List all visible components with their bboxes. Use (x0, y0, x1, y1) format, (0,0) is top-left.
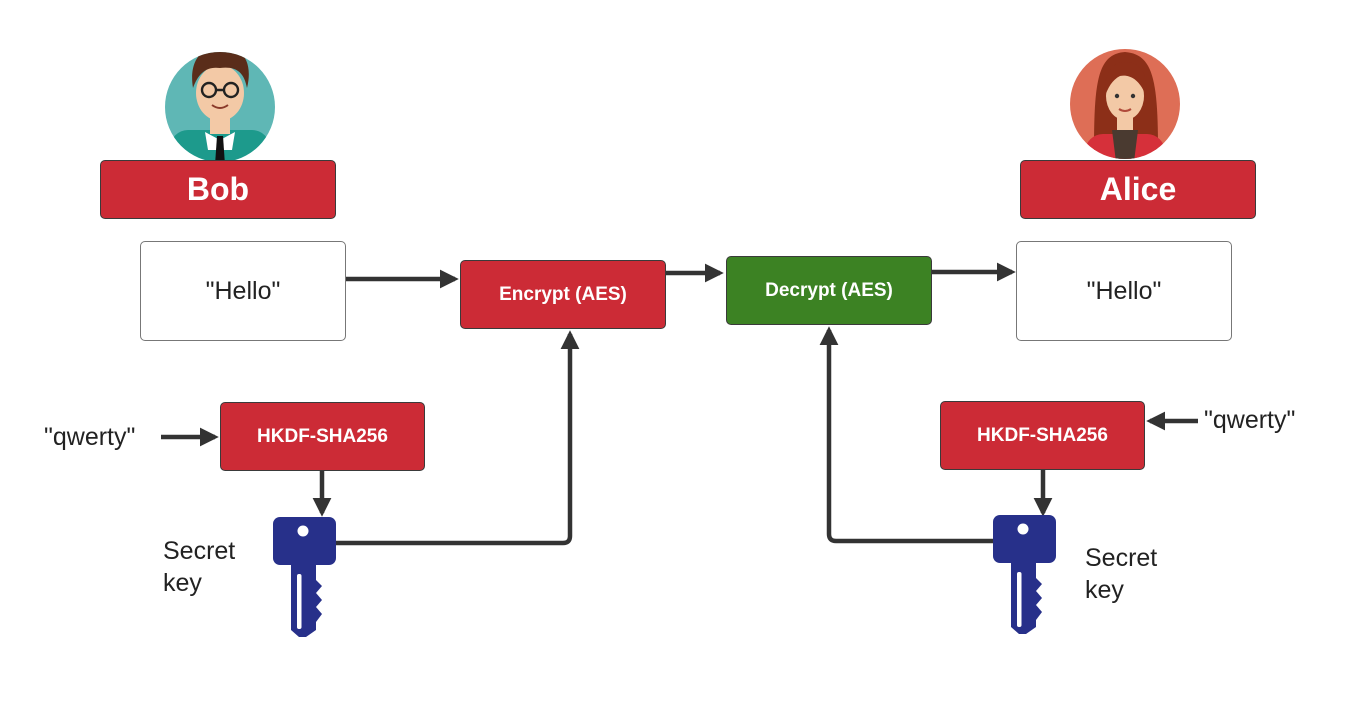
alice-message: "Hello" (1086, 276, 1162, 305)
decrypt-label: Decrypt (AES) (765, 279, 893, 301)
arrow-bob-key-to-encrypt (336, 330, 580, 546)
alice-name-box: Alice (1020, 160, 1256, 219)
alice-kdf-label: HKDF-SHA256 (977, 424, 1108, 446)
bob-name: Bob (186, 171, 250, 207)
alice-secret-key-label: Secret key (1085, 542, 1157, 606)
alice-key-icon (993, 515, 1056, 634)
alice-secret-key-line1: Secret (1085, 544, 1158, 572)
bob-name-box: Bob (100, 160, 336, 219)
arrows (161, 262, 1198, 546)
alice-secret-key-line2: key (1085, 576, 1124, 604)
decrypt-box: Decrypt (AES) (726, 256, 932, 325)
alice-avatar-icon (1070, 49, 1180, 159)
alice-kdf-box: HKDF-SHA256 (940, 401, 1145, 470)
bob-message: "Hello" (205, 276, 281, 305)
alice-password-label: "qwerty" (1204, 406, 1296, 434)
bob-avatar-icon (165, 52, 275, 162)
bob-key-icon (273, 517, 336, 637)
bob-kdf-box: HKDF-SHA256 (220, 402, 425, 471)
bob-secret-key-line2: key (163, 569, 202, 597)
arrow-alice-key-to-decrypt (819, 326, 995, 544)
alice-message-box: "Hello" (1016, 241, 1232, 341)
bob-kdf-label: HKDF-SHA256 (257, 425, 388, 447)
encrypt-label: Encrypt (AES) (499, 283, 627, 305)
bob-message-box: "Hello" (140, 241, 346, 341)
bob-password-label: "qwerty" (44, 423, 136, 451)
bob-secret-key-line1: Secret (163, 537, 236, 565)
alice-name: Alice (1099, 171, 1177, 207)
bob-secret-key-label: Secret key (163, 535, 235, 599)
encrypt-box: Encrypt (AES) (460, 260, 666, 329)
